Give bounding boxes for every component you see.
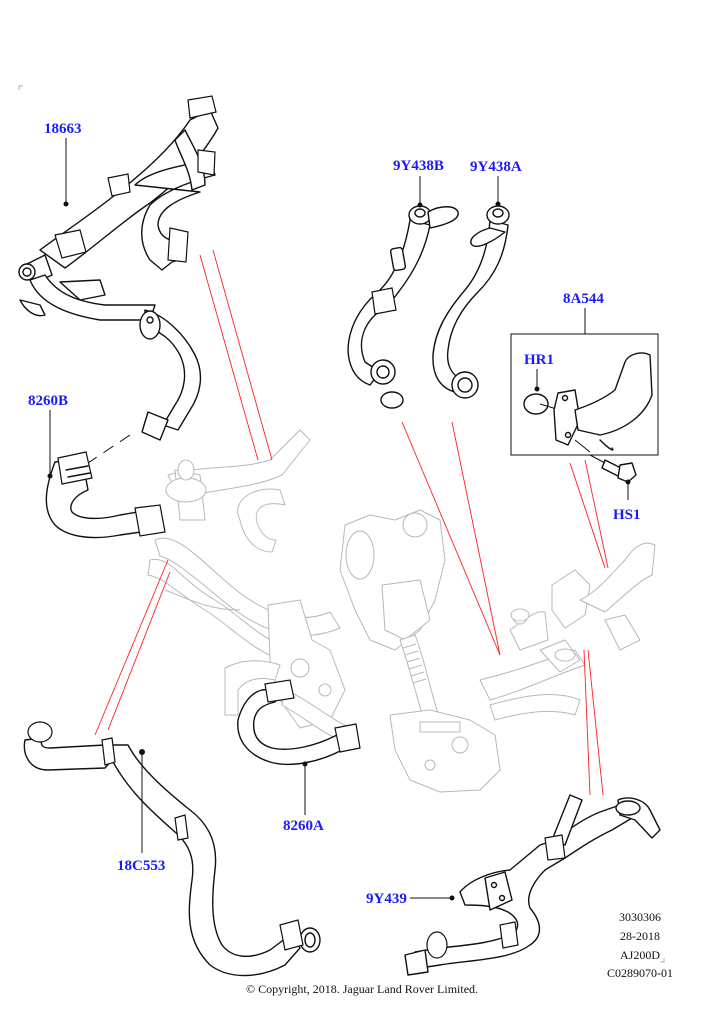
reference-lines — [94, 249, 609, 796]
part-9y439[interactable] — [404, 794, 661, 976]
callout-9y438b[interactable]: 9Y438B — [393, 158, 444, 174]
callout-8260b[interactable]: 8260B — [28, 393, 69, 409]
callout-9y438a[interactable]: 9Y438A — [470, 159, 522, 175]
callout-18c553[interactable]: 18C553 — [117, 858, 166, 874]
corner-mark-bottom-right — [660, 958, 665, 963]
connection-dash — [84, 434, 131, 466]
corner-mark-top-left — [18, 85, 23, 90]
reference-number: 3030306 — [619, 910, 661, 924]
part-8260a[interactable] — [237, 679, 361, 765]
copyright-notice: © Copyright, 2018. Jaguar Land Rover Lim… — [245, 982, 479, 996]
callout-8a544[interactable]: 8A544 — [563, 291, 604, 307]
engine-assembly-ghost — [147, 429, 656, 793]
part-8260b[interactable] — [45, 451, 166, 539]
callout-hs1[interactable]: HS1 — [613, 507, 641, 523]
leader-lines — [47, 138, 631, 901]
callout-hr1[interactable]: HR1 — [524, 352, 554, 368]
bolt-hs1[interactable] — [589, 454, 637, 483]
part-18663[interactable] — [18, 95, 219, 441]
callout-9y439[interactable]: 9Y439 — [366, 891, 407, 907]
part-8a544-detail-box[interactable] — [510, 333, 659, 456]
reference-illustration-id: C0289070-01 — [607, 966, 673, 980]
callout-18663[interactable]: 18663 — [44, 121, 82, 137]
part-9y438a[interactable] — [432, 205, 510, 399]
reference-date-code: 28-2018 — [620, 929, 660, 943]
reference-engine-code: AJ200D — [619, 948, 660, 962]
callout-8260a[interactable]: 8260A — [283, 818, 324, 834]
part-9y438b[interactable] — [347, 205, 459, 409]
part-18c553[interactable] — [23, 721, 321, 977]
gasket-hr1 — [523, 393, 549, 415]
